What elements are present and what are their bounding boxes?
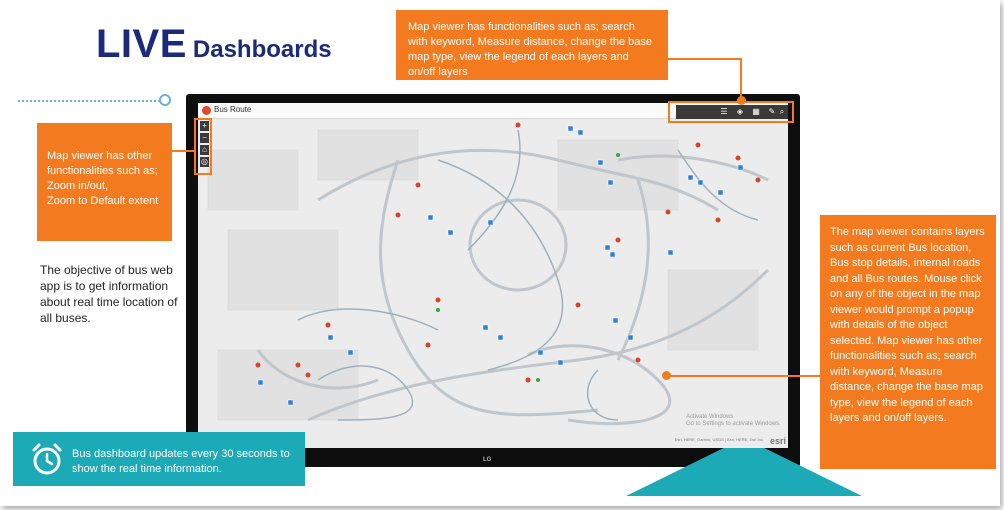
activate-subtitle: Go to Settings to activate Windows. <box>686 421 781 427</box>
callout-zoom-line: Map viewer has other <box>47 150 153 162</box>
map-attribution: Esri, HERE, Garmin, USGS | Esri, HERE, E… <box>674 437 764 442</box>
footer-text: Bus dashboard updates every 30 seconds t… <box>72 448 290 475</box>
app-logo-icon <box>202 106 211 115</box>
connector-line <box>740 58 742 102</box>
measure-icon[interactable]: ✎ <box>768 107 776 116</box>
connector-line <box>172 150 194 152</box>
connector-line <box>668 375 820 377</box>
activate-windows-watermark: Activate Windows Go to Settings to activ… <box>686 414 781 428</box>
esri-logo: esri <box>769 436 786 446</box>
connector-dot <box>737 96 746 105</box>
callout-map-layers-info: The map viewer contains layers such as c… <box>820 215 996 469</box>
app-title: Bus Route <box>214 105 252 114</box>
callout-zoom-info: Map viewer has other functionalities suc… <box>37 123 172 241</box>
map-toolbar: ☰ ◈ ▦ ✎ ⌕ <box>676 105 788 119</box>
zoom-controls: + − ⌂ ◎ <box>200 121 209 169</box>
title-dashboards: Dashboards <box>192 36 332 63</box>
footer-banner <box>13 432 305 486</box>
connector-line <box>668 58 742 60</box>
alarm-clock-icon <box>32 443 62 475</box>
locate-icon[interactable]: ◎ <box>200 157 209 167</box>
zoom-out-button[interactable]: − <box>200 133 209 143</box>
brand-logo: LG <box>483 457 492 463</box>
activate-title: Activate Windows <box>686 414 734 420</box>
layers-icon[interactable]: ◈ <box>736 107 744 116</box>
toolbar-highlight-box <box>668 101 794 123</box>
connector-dot <box>662 371 671 380</box>
dotted-divider <box>18 100 164 102</box>
list-icon[interactable]: ☰ <box>720 107 728 116</box>
divider-circle <box>159 94 171 106</box>
zoom-in-button[interactable]: + <box>200 121 209 131</box>
basemap-grid-icon[interactable]: ▦ <box>752 107 760 116</box>
map-screen: Bus Route ☰ ◈ ▦ ✎ ⌕ + − ⌂ ◎ Activate Win… <box>198 103 788 448</box>
title-live: LIVE <box>96 22 187 66</box>
search-icon[interactable]: ⌕ <box>779 107 785 116</box>
home-icon[interactable]: ⌂ <box>200 145 209 155</box>
callout-zoom-line: Zoom to Default extent <box>47 195 159 207</box>
callout-toolbar-info: Map viewer has functionalities such as; … <box>396 10 668 80</box>
zoom-highlight-box <box>194 118 212 175</box>
bus-route-map[interactable] <box>198 120 788 448</box>
objective-text: The objective of bus web app is to get i… <box>40 263 178 325</box>
callout-zoom-line: Zoom in/out, <box>47 180 109 192</box>
callout-zoom-line: functionalities such as; <box>47 165 158 177</box>
app-header: Bus Route ☰ ◈ ▦ ✎ ⌕ <box>198 103 788 119</box>
